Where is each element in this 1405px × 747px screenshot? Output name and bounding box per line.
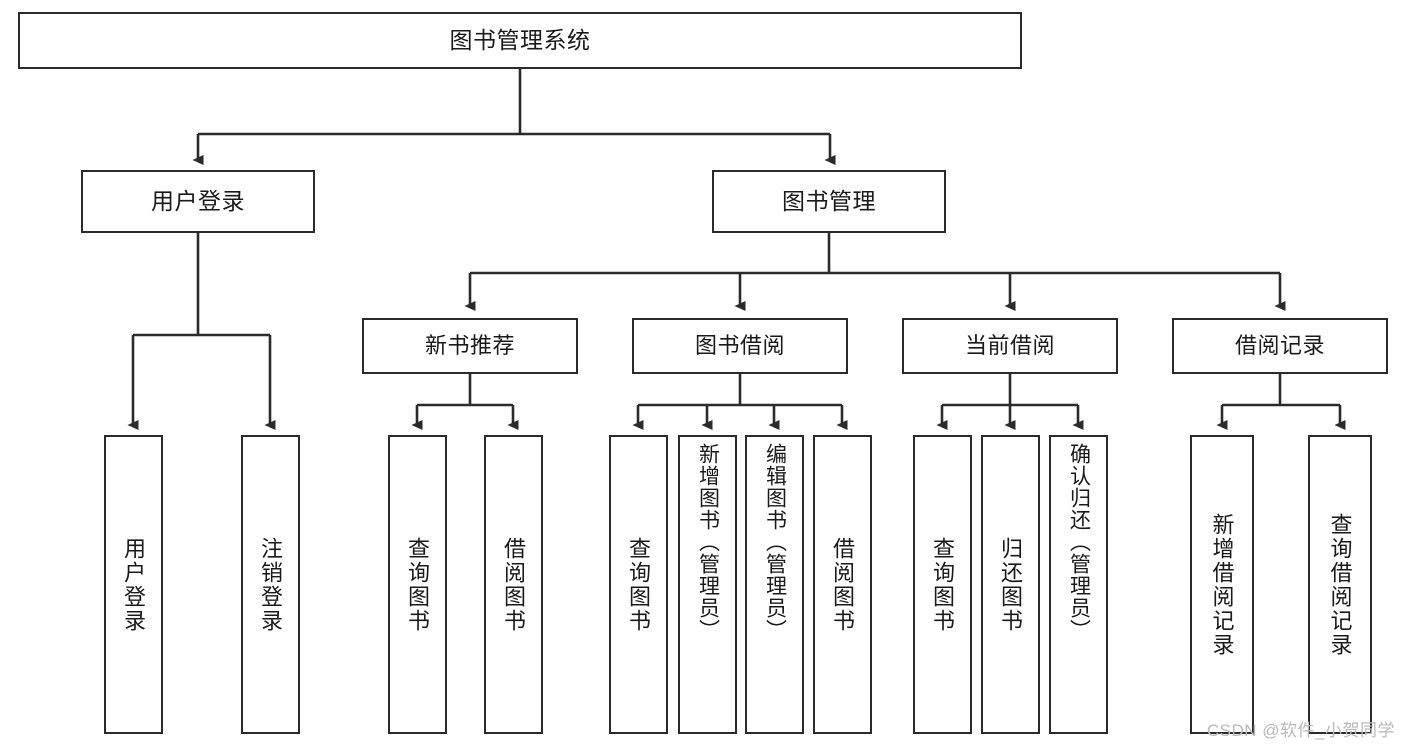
node-leaf-add-book-label: 新增图书（管理员） (696, 443, 720, 641)
node-root-label: 图书管理系统 (449, 27, 591, 54)
node-new-book-recommend-label: 新书推荐 (424, 332, 515, 358)
node-root[interactable]: 图书管理系统 (18, 12, 1022, 69)
node-leaf-borrow-book-2-label: 借阅图书 (830, 536, 856, 633)
node-leaf-add-record[interactable]: 新增借阅记录 (1190, 435, 1254, 734)
node-leaf-query-book-2-label: 查询图书 (626, 536, 652, 633)
node-leaf-logout[interactable]: 注销登录 (241, 435, 300, 734)
node-book-borrow[interactable]: 图书借阅 (632, 318, 848, 374)
node-leaf-borrow-book-1[interactable]: 借阅图书 (484, 435, 543, 734)
node-borrow-record[interactable]: 借阅记录 (1172, 318, 1388, 374)
watermark-text: CSDN @软件_小贺同学 (1206, 721, 1395, 740)
node-leaf-confirm-return-label: 确认归还（管理员） (1067, 443, 1091, 641)
node-book-manage[interactable]: 图书管理 (712, 170, 946, 233)
node-new-book-recommend[interactable]: 新书推荐 (362, 318, 578, 374)
node-borrow-record-label: 借阅记录 (1234, 332, 1325, 358)
node-leaf-return-book-label: 归还图书 (998, 536, 1024, 633)
node-leaf-query-book-2[interactable]: 查询图书 (609, 435, 668, 734)
node-leaf-edit-book-label: 编辑图书（管理员） (763, 443, 787, 641)
node-book-manage-label: 图书管理 (782, 188, 876, 215)
node-user-login[interactable]: 用户登录 (81, 170, 315, 233)
node-book-borrow-label: 图书借阅 (694, 332, 785, 358)
node-leaf-logout-label: 注销登录 (258, 536, 284, 633)
node-current-borrow[interactable]: 当前借阅 (902, 318, 1118, 374)
node-leaf-add-book[interactable]: 新增图书（管理员） (678, 435, 737, 734)
node-leaf-user-login[interactable]: 用户登录 (104, 435, 163, 734)
node-leaf-confirm-return[interactable]: 确认归还（管理员） (1049, 435, 1108, 734)
node-leaf-return-book[interactable]: 归还图书 (981, 435, 1040, 734)
node-leaf-query-record[interactable]: 查询借阅记录 (1308, 435, 1372, 734)
node-user-login-label: 用户登录 (151, 188, 245, 215)
node-leaf-user-login-label: 用户登录 (121, 536, 147, 633)
node-leaf-edit-book[interactable]: 编辑图书（管理员） (745, 435, 804, 734)
node-leaf-borrow-book-1-label: 借阅图书 (501, 536, 527, 633)
node-leaf-query-book-3-label: 查询图书 (930, 536, 956, 633)
node-current-borrow-label: 当前借阅 (964, 332, 1055, 358)
node-leaf-query-book-1-label: 查询图书 (405, 536, 431, 633)
node-leaf-borrow-book-2[interactable]: 借阅图书 (813, 435, 872, 734)
node-leaf-query-book-1[interactable]: 查询图书 (388, 435, 447, 734)
node-leaf-query-book-3[interactable]: 查询图书 (913, 435, 972, 734)
node-leaf-query-record-label: 查询借阅记录 (1327, 512, 1353, 657)
node-leaf-add-record-label: 新增借阅记录 (1209, 512, 1235, 657)
